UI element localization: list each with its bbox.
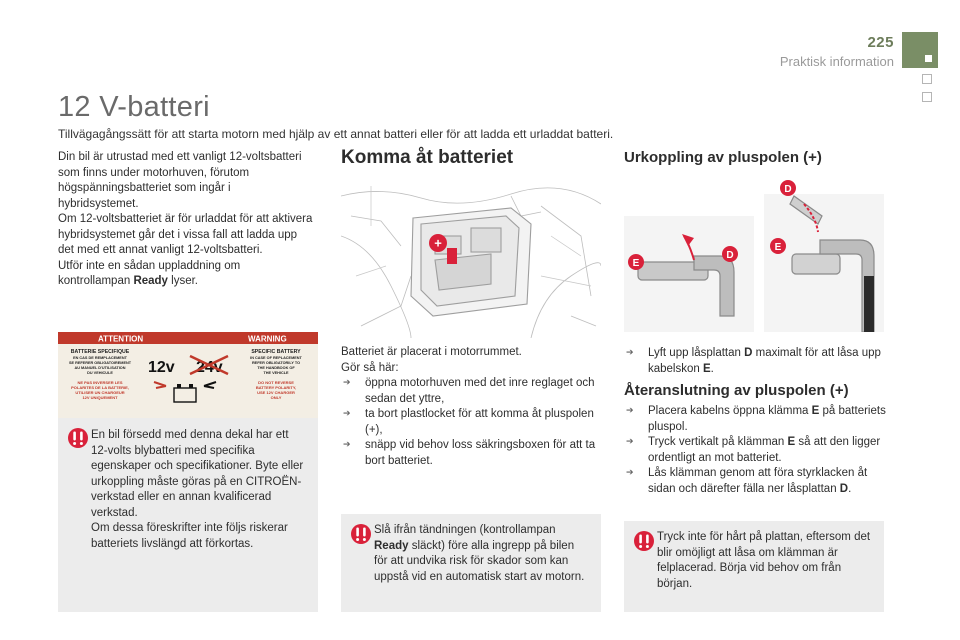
- svg-text:BATTERIE SPECIFIQUE: BATTERIE SPECIFIQUE: [71, 349, 130, 355]
- svg-text:SPECIFIC BATTERY: SPECIFIC BATTERY: [251, 349, 301, 355]
- svg-text:+: +: [434, 236, 442, 251]
- list-item: öppna motorhuven med det inre reglaget o…: [341, 376, 603, 407]
- chapter-tab-box: [922, 92, 932, 102]
- chapter-tab: [902, 32, 938, 68]
- engine-bay-illustration: +: [341, 176, 601, 338]
- warning-text: Om dessa föreskrifter inte följs riskera…: [91, 522, 288, 550]
- intro-text: Din bil är utrustad med ett vanligt 12-v…: [58, 150, 313, 290]
- page-number: 225: [867, 34, 894, 51]
- sticker-12v: 12v: [148, 359, 175, 376]
- tab-marker: [925, 55, 932, 62]
- warning-text: Slå ifrån tändningen (kontrollampan Read…: [374, 524, 585, 583]
- svg-text:UTILISER UN CHARGEUR: UTILISER UN CHARGEUR: [75, 390, 124, 395]
- svg-text:D: D: [726, 250, 733, 261]
- list-item: Tryck vertikalt på klämman E så att den …: [624, 435, 886, 466]
- intro-paragraph: Utför inte en sådan uppladdning om kontr…: [58, 259, 241, 288]
- plus-terminal-marker: [429, 234, 447, 252]
- svg-text:SE REFERER OBLIGATOIREMENT: SE REFERER OBLIGATOIREMENT: [69, 361, 132, 365]
- svg-text:E: E: [633, 258, 640, 269]
- svg-text:E: E: [775, 242, 782, 253]
- chapter-tab-box: [922, 74, 932, 84]
- svg-text:EN CAS DE REMPLACEMENT: EN CAS DE REMPLACEMENT: [73, 356, 127, 360]
- terminal-illustration: E D D E: [624, 176, 884, 332]
- komma-text: Batteriet är placerat i motorrummet. Gör…: [341, 345, 603, 469]
- intro-paragraph: Din bil är utrustad med ett vanligt 12-v…: [58, 151, 302, 210]
- label-e-left-icon: E: [628, 254, 644, 270]
- svg-text:NE PAS INVERSER LES: NE PAS INVERSER LES: [77, 380, 122, 385]
- heading-urkoppling: Urkoppling av pluspolen (+): [624, 149, 822, 166]
- list-item: Lås klämman genom att föra styrklacken å…: [624, 466, 886, 497]
- charger-clip-icon: [153, 381, 217, 403]
- list-item: snäpp vid behov loss säkringsboxen för a…: [341, 438, 603, 469]
- warning-box-ignition: Slå ifrån tändningen (kontrollampan Read…: [341, 514, 601, 612]
- heading-komma: Komma åt batteriet: [341, 147, 514, 168]
- sticker-warning: WARNING: [248, 335, 287, 344]
- heading-ateranslutning: Återanslutning av pluspolen (+): [624, 382, 849, 399]
- battery-sticker: ATTENTION WARNING BATTERIE SPECIFIQUE EN…: [58, 332, 318, 422]
- komma-lead: Gör så här:: [341, 361, 399, 374]
- list-item: Lyft upp låsplattan D maximalt för att l…: [624, 346, 886, 377]
- svg-text:DO NOT REVERSE: DO NOT REVERSE: [258, 380, 294, 385]
- svg-text:REFER OBLIGATORILY TO: REFER OBLIGATORILY TO: [252, 361, 300, 365]
- label-e-right-icon: E: [770, 238, 786, 254]
- urkoppling-text: Lyft upp låsplattan D maximalt för att l…: [624, 346, 886, 377]
- svg-text:USE 12V CHARGER: USE 12V CHARGER: [257, 390, 295, 395]
- svg-text:12V UNIQUEMENT: 12V UNIQUEMENT: [82, 395, 118, 400]
- svg-text:IN CASE OF REPLACEMENT: IN CASE OF REPLACEMENT: [250, 356, 302, 360]
- section-name: Praktisk information: [779, 54, 894, 69]
- svg-text:D: D: [784, 184, 791, 195]
- svg-text:DU VEHICULE: DU VEHICULE: [87, 371, 113, 375]
- ready-label: Ready: [133, 275, 168, 287]
- label-d-left-icon: D: [722, 246, 738, 262]
- ateranslutning-text: Placera kabelns öppna klämma E på batter…: [624, 404, 886, 497]
- svg-text:ONLY: ONLY: [271, 395, 282, 400]
- svg-text:POLARITES DE LA BATTERIE,: POLARITES DE LA BATTERIE,: [71, 385, 129, 390]
- sticker-attention: ATTENTION: [98, 335, 143, 344]
- warning-text: En bil försedd med denna dekal har ett 1…: [91, 429, 304, 519]
- komma-steps: öppna motorhuven med det inre reglaget o…: [341, 376, 603, 469]
- list-item: Placera kabelns öppna klämma E på batter…: [624, 404, 886, 435]
- page-subtitle: Tillvägagångssätt för att starta motorn …: [58, 127, 614, 141]
- warning-icon: [351, 524, 371, 544]
- ready-label: Ready: [374, 539, 409, 552]
- intro-paragraph: Om 12-voltsbatteriet är för urladdat för…: [58, 213, 313, 256]
- svg-text:THE HANDBOOK OF: THE HANDBOOK OF: [257, 366, 295, 370]
- warning-icon: [68, 428, 88, 448]
- svg-text:AU MANUEL D'UTILISATION: AU MANUEL D'UTILISATION: [75, 366, 126, 370]
- warning-box-sticker: En bil försedd med denna dekal har ett 1…: [58, 418, 318, 612]
- warning-icon: [634, 531, 654, 551]
- svg-text:THE VEHICLE: THE VEHICLE: [263, 371, 289, 375]
- page-title: 12 V-batteri: [58, 91, 210, 123]
- komma-lead: Batteriet är placerat i motorrummet.: [341, 346, 522, 358]
- list-item: ta bort plastlocket för att komma åt plu…: [341, 407, 603, 438]
- warning-text: Tryck inte för hårt på plattan, eftersom…: [657, 531, 871, 590]
- label-d-right-icon: D: [780, 180, 796, 196]
- warning-box-plate: Tryck inte för hårt på plattan, eftersom…: [624, 521, 884, 612]
- svg-text:BATTERY POLARITY,: BATTERY POLARITY,: [256, 385, 296, 390]
